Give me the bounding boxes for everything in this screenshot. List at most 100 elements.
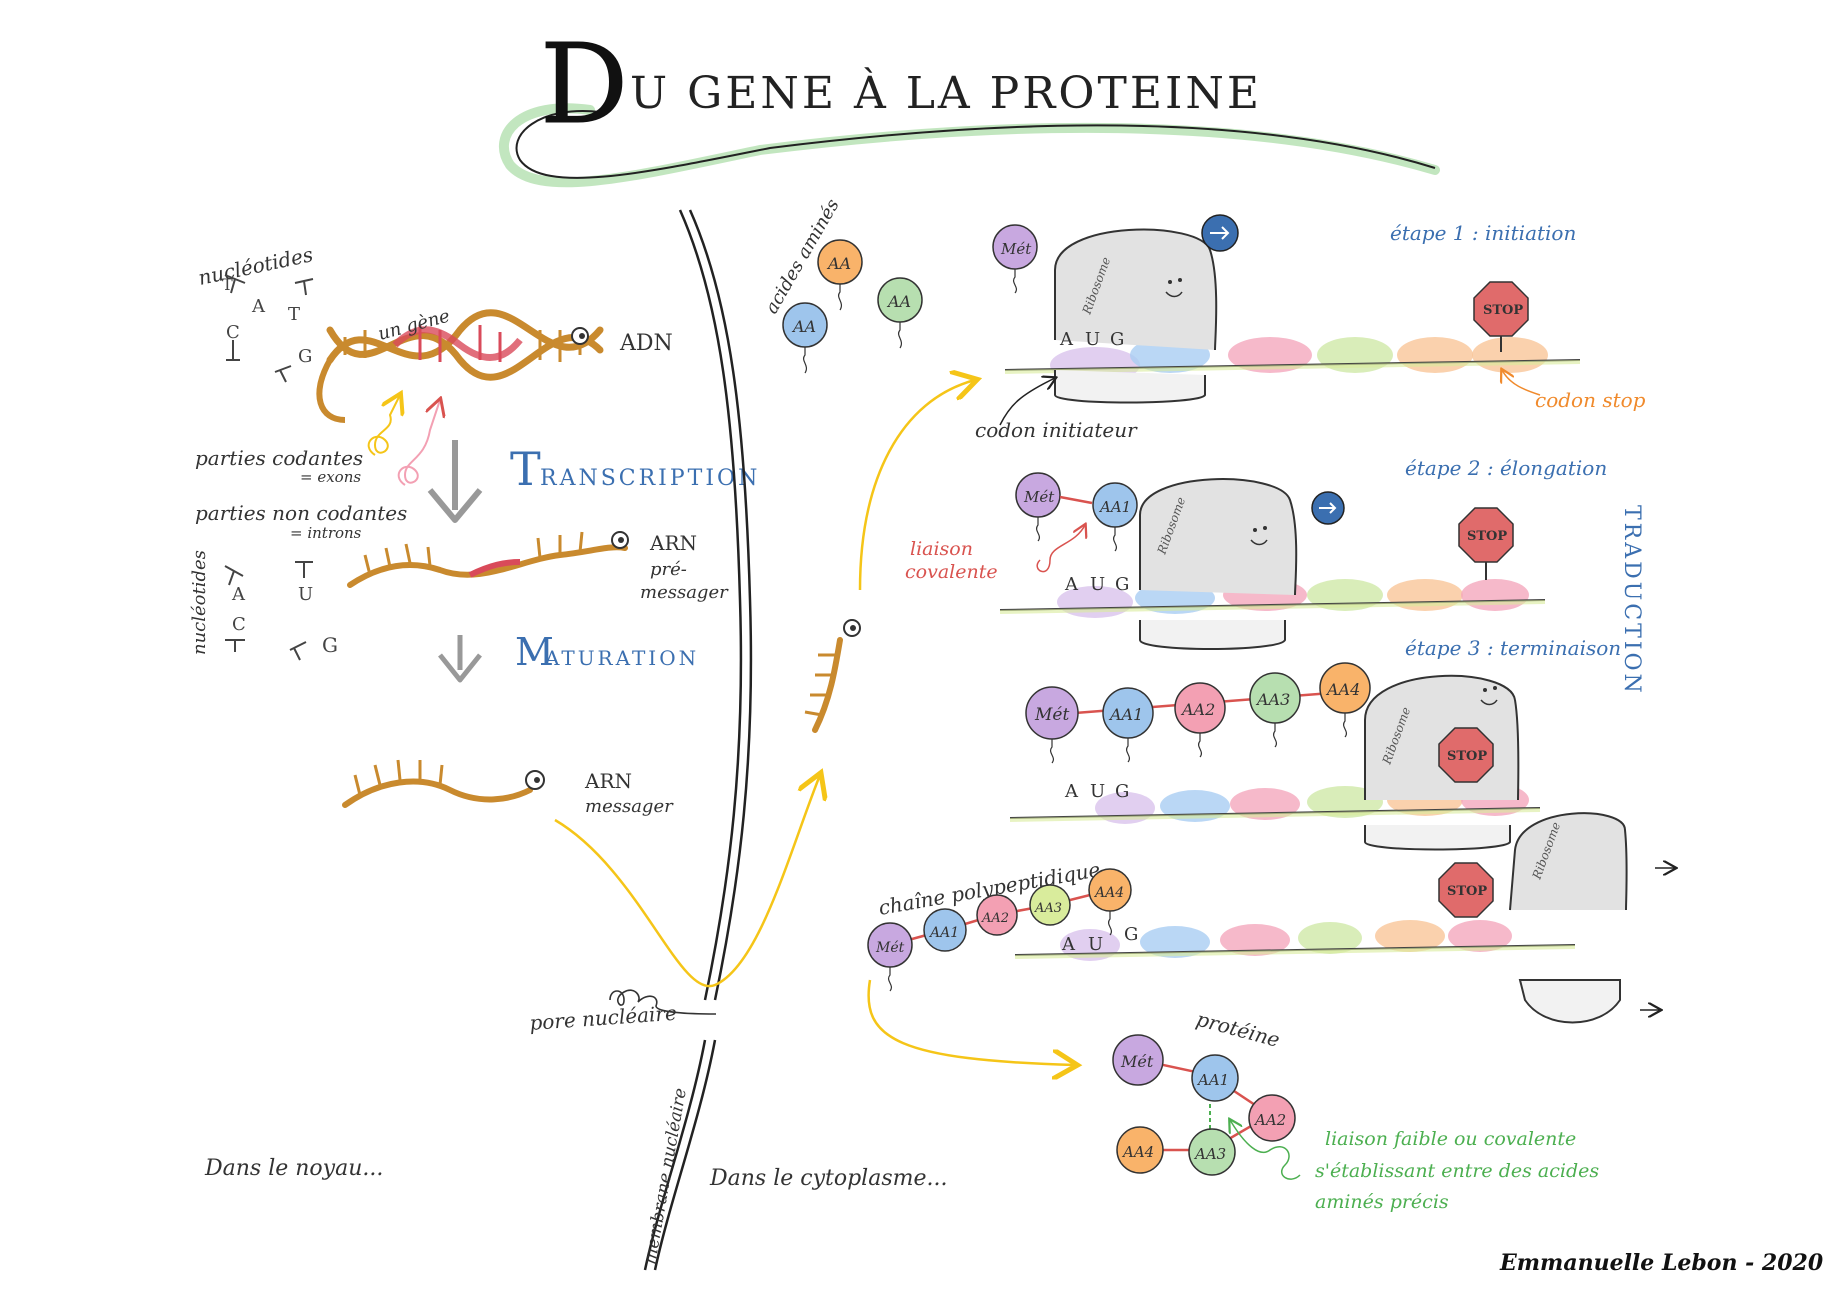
free-aa-green: AA xyxy=(877,277,923,349)
nucleotides-label-2: nucléotides xyxy=(189,550,210,655)
svg-text:Mét: Mét xyxy=(1000,240,1032,258)
step1-label: étape 1 : initiation xyxy=(1390,221,1576,245)
step3-codon-g: G xyxy=(1115,781,1129,802)
svg-text:AA1: AA1 xyxy=(1196,1071,1229,1089)
nucleotide-t2: T xyxy=(288,304,300,325)
nucleotide-c: C xyxy=(226,322,240,343)
traduction-vertical-title: TRADUCTION xyxy=(1619,505,1644,696)
transcription-initial: T xyxy=(510,442,541,496)
step1-met: Mét xyxy=(992,224,1038,294)
step3-terminaison: étape 3 : terminaison Ribosome STOP A U … xyxy=(1009,636,1621,851)
step4-codon-strip xyxy=(1014,920,1576,961)
weak-label-1: liaison faible ou covalente xyxy=(1325,1128,1576,1150)
codon-stop-label: codon stop xyxy=(1535,388,1646,412)
title-group: D U GENE À LA PROTEINE xyxy=(499,20,1440,188)
step1-codon-strip xyxy=(1004,337,1581,383)
maturation-initial: M xyxy=(515,630,554,674)
membrane-label: membrane nucléaire xyxy=(640,1087,691,1266)
nucleotide2-g: G xyxy=(322,633,338,657)
step2-stop-sign: STOP xyxy=(1458,507,1514,580)
step2-codon-a: A xyxy=(1064,574,1079,595)
nucleus-caption: Dans le noyau... xyxy=(204,1156,383,1181)
step4-ribosome-small xyxy=(1518,979,1660,1024)
nucleotide2-a: A xyxy=(231,584,246,605)
exons-label: parties codantes xyxy=(195,446,363,470)
nucleotide-glyphs-top xyxy=(224,274,314,383)
step2-direction-icon xyxy=(1311,491,1345,525)
step2-ribosome: Ribosome xyxy=(1139,478,1298,650)
step4-chain: Mét AA1 AA2 AA3 AA4 xyxy=(867,868,1132,992)
weak-label-3: aminés précis xyxy=(1315,1191,1449,1213)
protein-met: Mét xyxy=(1112,1034,1164,1086)
nucleotide-t1: T xyxy=(222,275,233,294)
step1-codon-u: U xyxy=(1085,329,1100,350)
arn-m-label-2: messager xyxy=(585,796,674,817)
step2-label: étape 2 : élongation xyxy=(1405,456,1607,480)
title-text: U GENE À LA PROTEINE xyxy=(630,66,1262,119)
step2-codon-u: U xyxy=(1090,574,1105,595)
weak-label-2: s'établissant entre des acides xyxy=(1315,1160,1599,1182)
protein-aa2: AA2 xyxy=(1248,1094,1296,1142)
svg-text:AA4: AA4 xyxy=(1325,680,1360,699)
step3-chain: Mét AA1 AA2 AA3 AA4 xyxy=(1025,662,1371,764)
step4-stop-sign: STOP xyxy=(1438,862,1494,918)
svg-text:AA3: AA3 xyxy=(1193,1145,1226,1163)
step2-met: Mét xyxy=(1015,472,1061,542)
step2-codon-g: G xyxy=(1115,574,1129,595)
exon-coil-arrow xyxy=(367,395,400,456)
svg-text:AA3: AA3 xyxy=(1034,901,1062,916)
protein-group: protéine Mét AA1 AA2 AA3 AA4 liaison fai… xyxy=(1112,1007,1599,1213)
svg-text:AA1: AA1 xyxy=(1098,498,1131,516)
step4-codon-u: U xyxy=(1088,934,1103,955)
free-aa-orange: AA xyxy=(817,239,863,311)
arn-pre-label-1: ARN xyxy=(649,531,697,555)
step3-aa2: AA2 xyxy=(1174,682,1226,758)
step1-codon-a: A xyxy=(1059,329,1074,350)
step1-stop-sign: STOP xyxy=(1473,281,1529,352)
svg-text:Mét: Mét xyxy=(875,940,905,956)
transcription-rest: RANSCRIPTION xyxy=(540,466,760,491)
step1-codon-g: G xyxy=(1110,329,1124,350)
step3-codon-a: A xyxy=(1064,781,1079,802)
step4-ribosome-large: Ribosome xyxy=(1509,812,1675,911)
nucleotide2-u: U xyxy=(298,584,313,605)
transcription-arrow xyxy=(427,440,483,523)
nucleotide-a: A xyxy=(251,296,266,317)
arn-pre-label-2: pré- xyxy=(650,559,687,580)
codon-stop-arrow xyxy=(1502,370,1541,396)
step2-aa1: AA1 xyxy=(1092,482,1138,552)
step3-aa1: AA1 xyxy=(1102,687,1154,763)
step4-aa2: AA2 xyxy=(976,894,1018,936)
step1-initiation: étape 1 : initiation Ribosome A U G Mét xyxy=(975,214,1646,442)
svg-text:AA: AA xyxy=(791,317,816,336)
covalent-arrow xyxy=(1036,525,1085,573)
svg-text:AA4: AA4 xyxy=(1121,1143,1154,1161)
step4-met: Mét xyxy=(867,922,913,992)
arn-pre-messager-strand xyxy=(347,531,629,588)
step4-codon-g: G xyxy=(1124,924,1138,945)
maturation-arrow xyxy=(438,635,482,683)
svg-text:Mét: Mét xyxy=(1034,705,1069,725)
cytoplasm-region: acides aminés AA AA AA Dans le cytop xyxy=(709,195,947,1191)
svg-text:AA2: AA2 xyxy=(1253,1111,1286,1129)
introns-label: parties non codantes xyxy=(195,501,407,525)
step3-met: Mét xyxy=(1025,686,1079,764)
protein-aa1: AA1 xyxy=(1191,1054,1239,1102)
step4-release: Ribosome STOP A U G chaîne polypeptidiqu… xyxy=(867,812,1675,1024)
step4-aa4: AA4 xyxy=(1088,868,1132,936)
dna-helix xyxy=(316,309,604,423)
codon-init-label: codon initiateur xyxy=(975,418,1138,442)
nucleotide2-c: C xyxy=(232,614,246,635)
pore-coil xyxy=(609,989,717,1015)
arn-pre-label-3: messager xyxy=(640,582,729,603)
step3-label: étape 3 : terminaison xyxy=(1405,636,1621,660)
step3-codon-u: U xyxy=(1090,781,1105,802)
to-protein-arrow xyxy=(867,979,1075,1065)
nuclear-membrane xyxy=(643,209,753,1271)
intron-coil-arrow xyxy=(397,400,440,486)
step2-elongation: étape 2 : élongation Ribosome A U G Mét xyxy=(905,456,1607,650)
weak-link-arrow xyxy=(1230,1120,1301,1180)
codon-init-arrow xyxy=(999,378,1055,426)
